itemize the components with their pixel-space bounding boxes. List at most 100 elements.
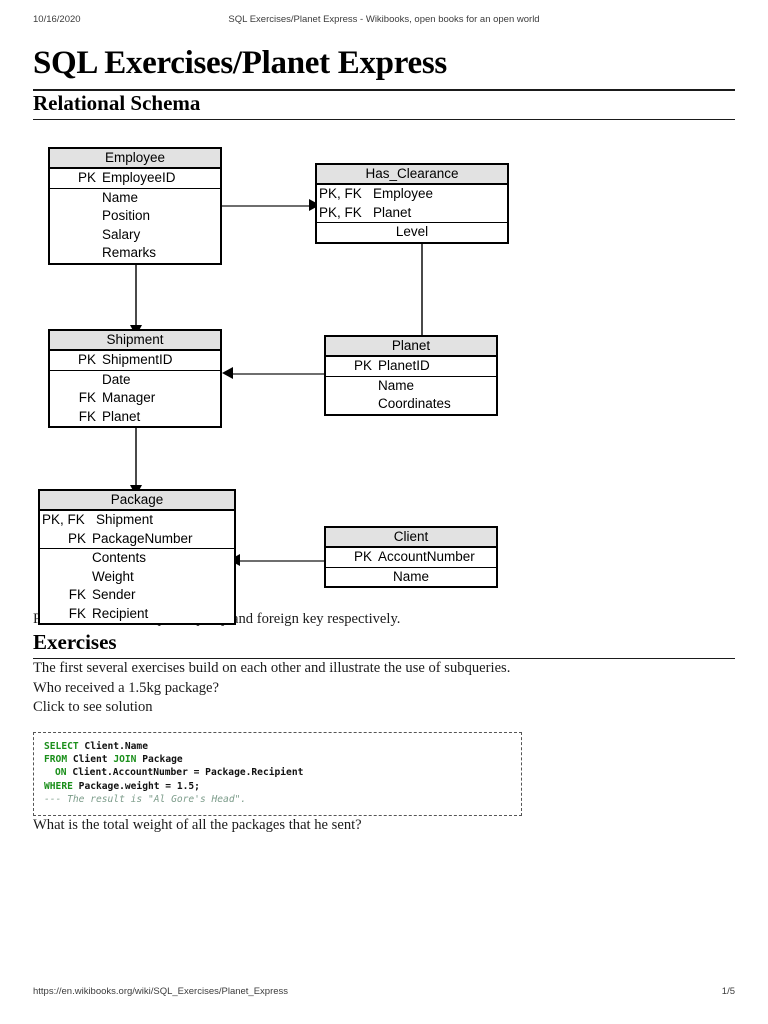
sql-keyword-from: FROM xyxy=(44,754,68,766)
entity-client-title: Client xyxy=(326,528,496,549)
entity-planet-rows: PK PlanetID Name Coordinates xyxy=(326,357,496,414)
entity-shipment-title: Shipment xyxy=(50,331,220,352)
table-row: PK PlanetID xyxy=(326,357,496,376)
entity-shipment: Shipment PK ShipmentID Date FK Manager F… xyxy=(48,329,222,429)
row-attr: Sender xyxy=(92,587,136,603)
footer-url: https://en.wikibooks.org/wiki/SQL_Exerci… xyxy=(33,986,289,997)
entity-employee: Employee PK EmployeeID Name Position Sal… xyxy=(48,147,222,265)
row-attr: Coordinates xyxy=(378,396,451,412)
row-key: PK xyxy=(353,358,372,374)
table-row: Name xyxy=(326,375,496,396)
entity-package-rows: PK, FK Shipment PK PackageNumber Content… xyxy=(40,511,234,624)
row-attr: PlanetID xyxy=(378,358,430,374)
question-1: Who received a 1.5kg package? xyxy=(33,679,219,696)
section-heading-exercises: Exercises xyxy=(33,630,735,660)
row-attr: Contents xyxy=(92,550,147,566)
row-attr: Position xyxy=(102,208,151,224)
connector-planet-shipment xyxy=(229,373,357,375)
row-key: PK xyxy=(67,530,86,546)
row-attr: ShipmentID xyxy=(102,352,173,368)
table-row: Name xyxy=(326,566,496,587)
code-line-4-rest: Package.weight = 1.5; xyxy=(72,780,200,792)
print-header: 10/16/2020 SQL Exercises/Planet Express … xyxy=(0,14,768,30)
table-row: FK Recipient xyxy=(40,605,234,624)
code-line-3-rest: Client.AccountNumber = Package.Recipient xyxy=(66,767,304,779)
row-attr: Name xyxy=(102,189,139,205)
table-row: FK Manager xyxy=(50,389,220,408)
entity-shipment-rows: PK ShipmentID Date FK Manager FK Planet xyxy=(50,351,220,427)
row-key: PK xyxy=(353,549,372,565)
row-attr: Weight xyxy=(92,568,134,584)
entity-package: Package PK, FK Shipment PK PackageNumber… xyxy=(38,489,236,626)
code-line-1: SELECT Client.Name xyxy=(44,740,511,753)
table-row: Level xyxy=(317,222,507,242)
row-attr: Name xyxy=(392,568,429,584)
exercises-intro: The first several exercises build on eac… xyxy=(33,660,511,677)
entity-has-clearance-title: Has_Clearance xyxy=(317,165,507,186)
row-key: FK xyxy=(78,390,96,406)
table-row: Salary xyxy=(50,226,220,245)
table-row: PK AccountNumber xyxy=(326,548,496,567)
table-row: PK, FK Planet xyxy=(317,204,507,223)
row-attr: Level xyxy=(395,224,429,240)
entity-employee-rows: PK EmployeeID Name Position Salary xyxy=(50,169,220,263)
row-attr: Remarks xyxy=(102,245,157,261)
table-row: Weight xyxy=(40,568,234,587)
code-line-2-b: Package xyxy=(136,754,183,766)
table-row: Contents xyxy=(40,548,234,568)
code-line-2-a: Client xyxy=(67,754,114,766)
row-attr: Recipient xyxy=(92,605,149,621)
entity-employee-title: Employee xyxy=(50,149,220,170)
table-row: FK Planet xyxy=(50,408,220,427)
entity-client-rows: PK AccountNumber Name xyxy=(326,548,496,587)
row-attr: Salary xyxy=(102,226,141,242)
click-to-see-solution[interactable]: Click to see solution xyxy=(33,699,153,716)
sql-keyword-where: WHERE xyxy=(44,780,73,792)
row-attr: Planet xyxy=(373,204,412,220)
connector-employee-shipment xyxy=(135,255,137,331)
table-row: Coordinates xyxy=(326,395,496,414)
code-line-4: WHERE Package.weight = 1.5; xyxy=(44,780,511,793)
table-row: PK, FK Employee xyxy=(317,185,507,204)
row-key: FK xyxy=(78,408,96,424)
footer-page-number: 1/5 xyxy=(721,986,735,997)
sql-code-block: SELECT Client.Name FROM Client JOIN Pack… xyxy=(33,732,522,817)
row-attr: EmployeeID xyxy=(102,170,176,186)
row-attr: PackageNumber xyxy=(92,530,193,546)
row-attr: AccountNumber xyxy=(378,549,475,565)
code-line-5: --- The result is "Al Gore's Head". xyxy=(44,793,511,806)
connector-shipment-package xyxy=(135,420,137,491)
table-row: Date xyxy=(50,369,220,390)
row-attr: Shipment xyxy=(96,512,154,528)
entity-has-clearance: Has_Clearance PK, FK Employee PK, FK Pla… xyxy=(315,163,509,244)
row-key: PK, FK xyxy=(319,204,362,220)
table-row: Name xyxy=(50,187,220,208)
row-attr: Planet xyxy=(102,408,141,424)
row-attr: Name xyxy=(378,377,415,393)
entity-package-title: Package xyxy=(40,491,234,512)
code-line-3: ON Client.AccountNumber = Package.Recipi… xyxy=(44,766,511,779)
code-line-2: FROM Client JOIN Package xyxy=(44,753,511,766)
table-row: PK PackageNumber xyxy=(40,530,234,549)
sql-keyword-on: ON xyxy=(55,767,67,779)
entity-planet-title: Planet xyxy=(326,337,496,358)
row-key: PK xyxy=(77,352,96,368)
row-attr: Date xyxy=(102,371,131,387)
entity-planet: Planet PK PlanetID Name Coordinates xyxy=(324,335,498,416)
row-attr: Employee xyxy=(373,186,434,202)
connector-client-package xyxy=(236,560,357,562)
table-row: Remarks xyxy=(50,244,220,263)
sql-comment: --- The result is "Al Gore's Head". xyxy=(44,793,247,805)
section-heading-relational-schema: Relational Schema xyxy=(33,91,735,121)
question-2: What is the total weight of all the pack… xyxy=(33,817,362,834)
table-row: PK ShipmentID xyxy=(50,351,220,370)
code-line-1-rest: Client.Name xyxy=(78,741,148,753)
row-key: FK xyxy=(68,587,86,603)
page-title: SQL Exercises/Planet Express xyxy=(33,45,735,91)
table-row: Position xyxy=(50,207,220,226)
arrowhead-planet-shipment xyxy=(222,367,233,380)
document-content: SQL Exercises/Planet Express Relational … xyxy=(33,45,735,836)
connector-planet-has-clearance xyxy=(421,240,423,338)
row-key: PK, FK xyxy=(42,512,85,528)
er-diagram: Employee PK EmployeeID Name Position Sal… xyxy=(33,130,735,626)
